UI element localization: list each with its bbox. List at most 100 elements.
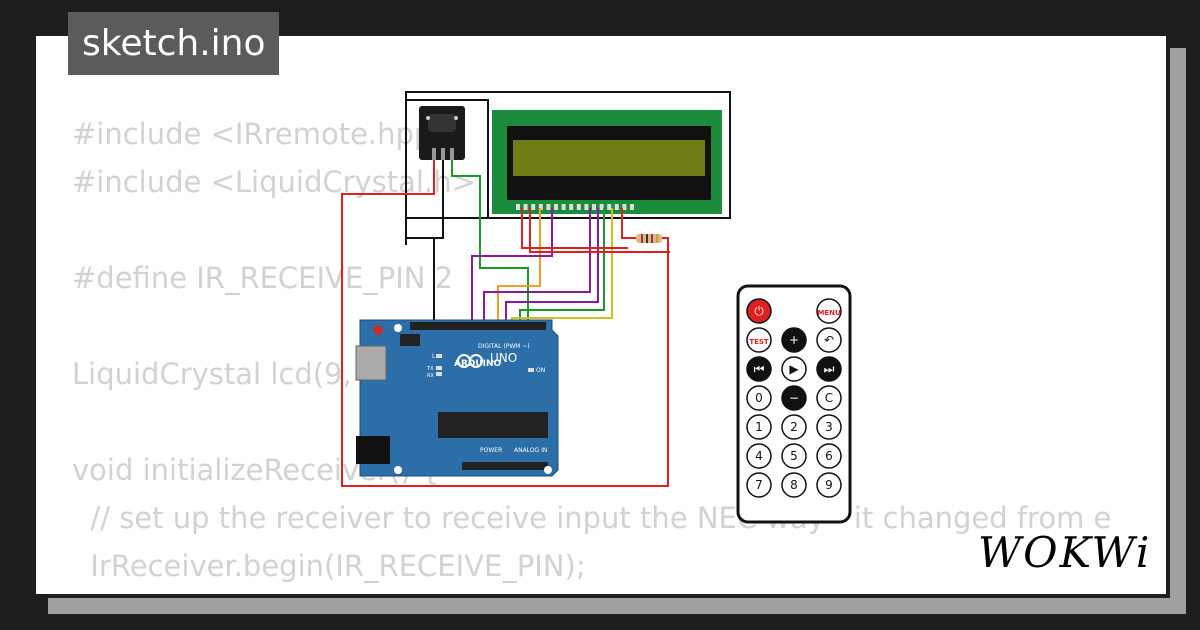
lcd-pins <box>516 204 634 210</box>
remote-button[interactable]: TEST <box>746 327 772 353</box>
remote-button-label: ▶ <box>789 362 799 376</box>
digital-label: DIGITAL (PWM ~) <box>478 343 530 350</box>
remote-button-label: ↶ <box>824 333 834 347</box>
wokwi-logo: WOKWi <box>978 528 1152 577</box>
analog-label: ANALOG IN <box>514 447 547 454</box>
rx-label: RX <box>427 373 434 379</box>
remote-button-label: C <box>825 391 833 405</box>
icsp-header <box>400 334 420 346</box>
lcd-pin <box>531 204 536 210</box>
remote-button-label: 1 <box>755 420 763 434</box>
remote-button[interactable]: ⏮ <box>746 356 772 382</box>
wire-purple-d5 <box>505 208 599 322</box>
code-line: #include <IRremote.hpp> <box>72 117 457 151</box>
remote-button[interactable]: C <box>816 385 842 411</box>
power-jack <box>356 436 390 464</box>
lcd-screen <box>513 140 705 176</box>
remote-button[interactable]: − <box>781 385 807 411</box>
lcd-pin <box>622 204 627 210</box>
remote-button[interactable]: 9 <box>816 472 842 498</box>
lcd-pin <box>607 204 612 210</box>
code-line: #define IR_RECEIVE_PIN 2 <box>72 261 454 295</box>
l-label: L <box>432 353 436 360</box>
remote-button-label: 4 <box>755 449 763 463</box>
power-label: POWER <box>480 447 502 454</box>
remote-button-label: − <box>789 391 799 405</box>
remote-button[interactable]: 6 <box>816 443 842 469</box>
atmega-chip <box>438 412 548 438</box>
wire-green-d6 <box>519 208 605 322</box>
wire-purple-d4 <box>483 208 591 322</box>
remote-button-label: TEST <box>749 338 769 346</box>
lcd-pin <box>584 204 589 210</box>
lcd-pin <box>614 204 619 210</box>
lcd-pin <box>546 204 551 210</box>
remote-button-label: 2 <box>790 420 798 434</box>
wire-red-vcc <box>529 208 670 253</box>
remote-button[interactable]: ↶ <box>816 327 842 353</box>
remote-button-label: 9 <box>825 478 833 492</box>
remote-button[interactable]: 8 <box>781 472 807 498</box>
lcd-pin <box>538 204 543 210</box>
file-name-tab[interactable]: sketch.ino <box>68 12 280 75</box>
on-label: ON <box>536 367 545 374</box>
remote-button[interactable]: 1 <box>746 414 772 440</box>
wire-orange-rs <box>497 208 541 322</box>
remote-button-label: 7 <box>755 478 763 492</box>
wire-red-anode <box>470 208 669 487</box>
remote-button-label: 3 <box>825 420 833 434</box>
wire-green-signal <box>451 160 529 320</box>
tx-label: TX <box>426 366 434 372</box>
remote-button[interactable]: 2 <box>781 414 807 440</box>
remote-button[interactable]: 5 <box>781 443 807 469</box>
lcd-display[interactable] <box>492 110 722 214</box>
power-analog-header <box>462 462 548 470</box>
code-line: LiquidCrystal lcd(9, <box>72 357 352 391</box>
ir-receiver[interactable] <box>419 106 465 160</box>
usb-port <box>355 345 387 381</box>
remote-button[interactable]: 4 <box>746 443 772 469</box>
remote-button[interactable]: MENU <box>816 298 842 324</box>
resistor[interactable] <box>636 234 662 243</box>
remote-button-label: ⏭ <box>824 362 835 376</box>
code-background: #include <IRremote.hpp>#include <LiquidC… <box>72 110 1111 594</box>
remote-button-label: 8 <box>790 478 798 492</box>
wire-purple-e <box>471 208 553 322</box>
wire-black-receiver <box>406 160 444 322</box>
remote-button-label: 5 <box>790 449 798 463</box>
ir-remote[interactable]: ⏻ MENU TEST + ↶ ⏮ ▶ ⏭ 0 − C 1 2 3 4 5 6 7 8 9 <box>736 284 852 524</box>
remote-button[interactable]: 7 <box>746 472 772 498</box>
remote-button-label: + <box>789 333 799 347</box>
wire-red-vss <box>521 208 628 249</box>
reset-button <box>373 325 383 335</box>
remote-buttons: ⏻ MENU TEST + ↶ ⏮ ▶ ⏭ 0 − C 1 2 3 4 5 6 7 8 9 <box>746 298 842 498</box>
remote-button-label: ⏮ <box>754 362 765 376</box>
arduino-uno[interactable]: ARDUINO UNO DIGITAL (PWM ~) POWER ANALOG… <box>355 319 559 477</box>
lcd-pin <box>592 204 596 210</box>
lcd-pin <box>569 204 574 210</box>
lcd-pin <box>554 204 558 210</box>
ir-sensor-dome <box>428 114 456 132</box>
remote-button[interactable]: ▶ <box>781 356 807 382</box>
infinity-logo-right <box>469 354 483 368</box>
remote-button[interactable]: 3 <box>816 414 842 440</box>
wire-red-receiver <box>341 160 470 487</box>
code-line: IrReceiver.begin(IR_RECEIVE_PIN); <box>72 549 586 583</box>
remote-button[interactable]: 0 <box>746 385 772 411</box>
frame-wire-outline <box>405 91 731 219</box>
remote-button-label: 6 <box>825 449 833 463</box>
lcd-pin <box>576 204 581 210</box>
lcd-pin <box>630 204 634 210</box>
remote-button-label: MENU <box>817 309 841 317</box>
remote-button[interactable]: + <box>781 327 807 353</box>
lcd-pin <box>599 204 604 210</box>
remote-button[interactable]: ⏭ <box>816 356 842 382</box>
lcd-pin <box>523 204 528 210</box>
lcd-pin <box>516 204 520 210</box>
arduino-model: UNO <box>490 351 517 365</box>
remote-button-label: ⏻ <box>754 304 764 318</box>
remote-button[interactable]: ⏻ <box>746 298 772 324</box>
lcd-pin <box>561 204 566 210</box>
digital-header <box>410 322 546 330</box>
